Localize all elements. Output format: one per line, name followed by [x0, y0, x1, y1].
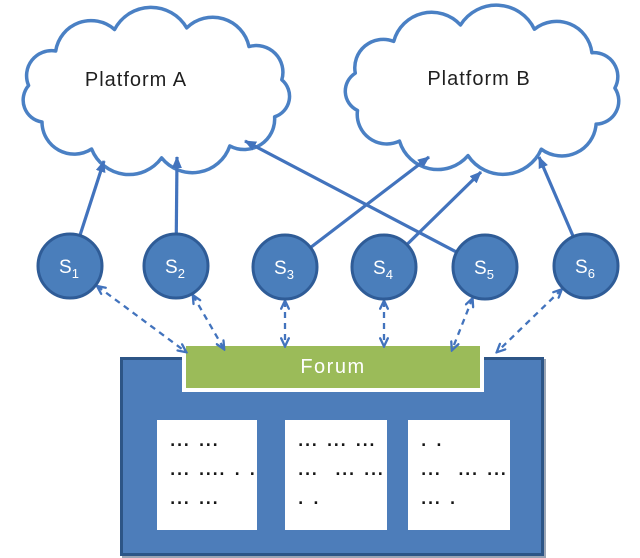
cloud-platform-a	[21, 5, 292, 177]
service-node-s5	[451, 233, 519, 301]
service-node-s6	[552, 232, 620, 300]
dashed-arrow-s2-forum	[193, 295, 224, 349]
dashed-arrow-s6-forum	[497, 290, 562, 352]
service-node-label-s4: S4	[373, 258, 393, 282]
forum-bar: Forum	[182, 342, 484, 392]
card-dotted-line: ... .... . .	[170, 463, 257, 479]
service-node-s4	[350, 233, 418, 301]
service-node-label-s3: S3	[274, 258, 294, 282]
card-dotted-line: ... ...	[170, 434, 220, 450]
cloud-label-platform-b: Platform B	[427, 68, 530, 90]
card-dotted-line: ... ... ...	[421, 463, 508, 479]
solid-arrow-s3-to-platform	[310, 155, 430, 249]
service-node-label-s6: S6	[575, 257, 595, 281]
card-dotted-line: ... .	[421, 492, 457, 508]
card-dotted-line: ... ...	[170, 492, 220, 508]
solid-arrow-s5-to-platform	[244, 139, 457, 254]
card-dotted-line: . .	[421, 434, 444, 450]
repository-card: ... ... ... ... ... ... . .	[285, 420, 387, 530]
card-dotted-line: ... ... ...	[298, 463, 385, 479]
cloud-platform-b	[343, 3, 621, 177]
service-node-label-s5: S5	[474, 258, 494, 282]
dashed-arrow-s1-forum	[97, 286, 186, 352]
solid-arrow-s4-to-platform	[406, 170, 483, 246]
repository-card: . . ... ... ... ... .	[408, 420, 510, 530]
card-dotted-line: . .	[298, 492, 321, 508]
card-dotted-line: ... ... ...	[298, 434, 377, 450]
solid-arrow-s6-to-platform	[537, 156, 575, 237]
forum-label: Forum	[300, 355, 366, 378]
repository-card: ... ... ... .... . . ... ...	[157, 420, 257, 530]
service-node-s1	[36, 232, 104, 300]
service-node-s3	[251, 233, 319, 301]
service-node-label-s2: S2	[165, 257, 185, 281]
service-node-s2	[142, 232, 210, 300]
solid-arrow-s1-to-platform	[78, 160, 106, 236]
solid-arrow-s2-to-platform	[171, 156, 182, 234]
cloud-label-platform-a: Platform A	[85, 69, 187, 91]
service-node-label-s1: S1	[59, 257, 79, 281]
